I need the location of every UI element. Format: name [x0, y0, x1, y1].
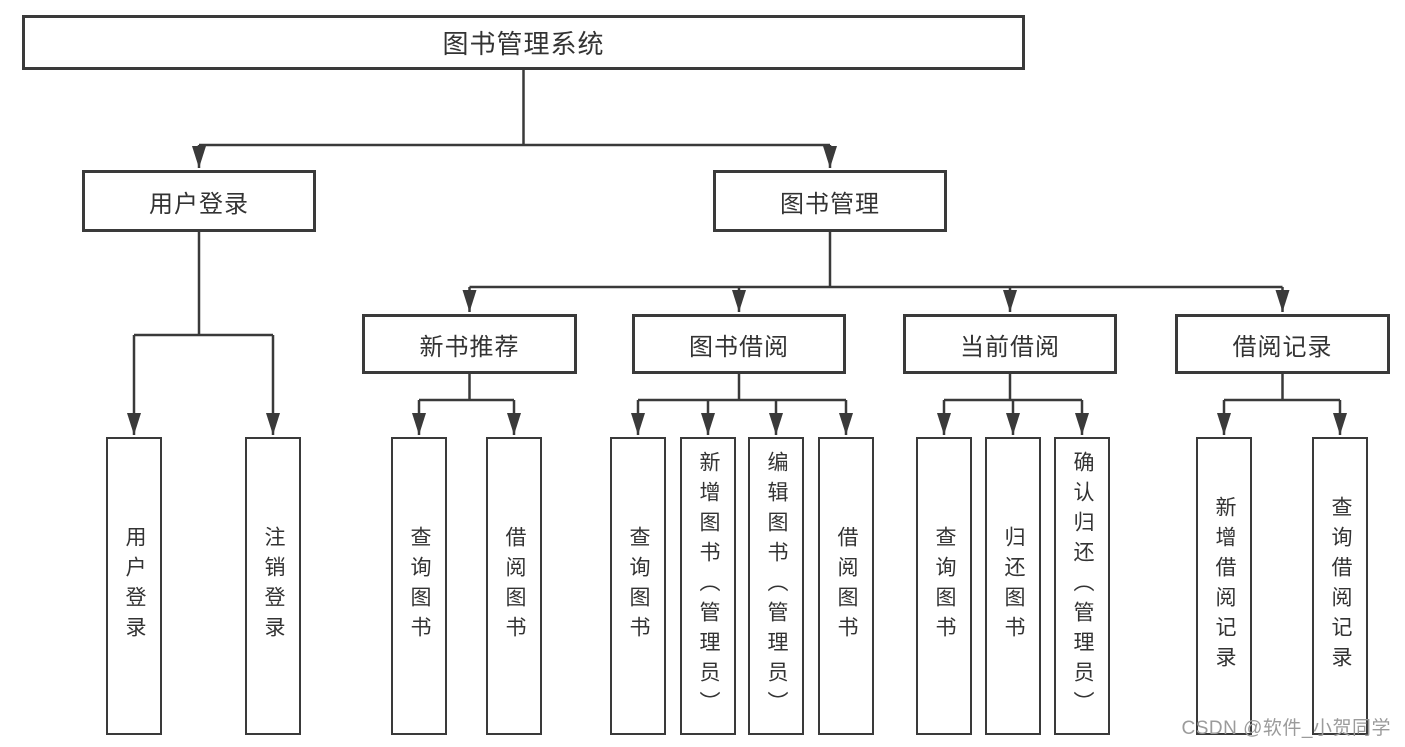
node-user-login-leaf: 用户登录: [106, 437, 162, 735]
node-bb-borrow-books: 借阅图书: [818, 437, 874, 735]
node-root: 图书管理系统: [22, 15, 1025, 70]
node-br-query-record: 查询借阅记录: [1312, 437, 1368, 735]
node-bb-add-books-admin: 新增图书（管理员）: [680, 437, 736, 735]
node-book-borrow: 图书借阅: [632, 314, 846, 374]
node-logout-leaf: 注销登录: [245, 437, 301, 735]
node-bb-query-books: 查询图书: [610, 437, 666, 735]
node-borrow-records: 借阅记录: [1175, 314, 1390, 374]
node-bb-edit-books-admin: 编辑图书（管理员）: [748, 437, 804, 735]
node-nb-query-books: 查询图书: [391, 437, 447, 735]
node-user-login: 用户登录: [82, 170, 316, 232]
node-br-add-record: 新增借阅记录: [1196, 437, 1252, 735]
watermark: CSDN @软件_小贺同学: [1181, 718, 1391, 739]
node-current-borrow: 当前借阅: [903, 314, 1117, 374]
node-cb-query-books: 查询图书: [916, 437, 972, 735]
node-new-book-recommend: 新书推荐: [362, 314, 577, 374]
node-book-management: 图书管理: [713, 170, 947, 232]
node-cb-confirm-return-admin: 确认归还（管理员）: [1054, 437, 1110, 735]
node-nb-borrow-books: 借阅图书: [486, 437, 542, 735]
node-cb-return-books: 归还图书: [985, 437, 1041, 735]
